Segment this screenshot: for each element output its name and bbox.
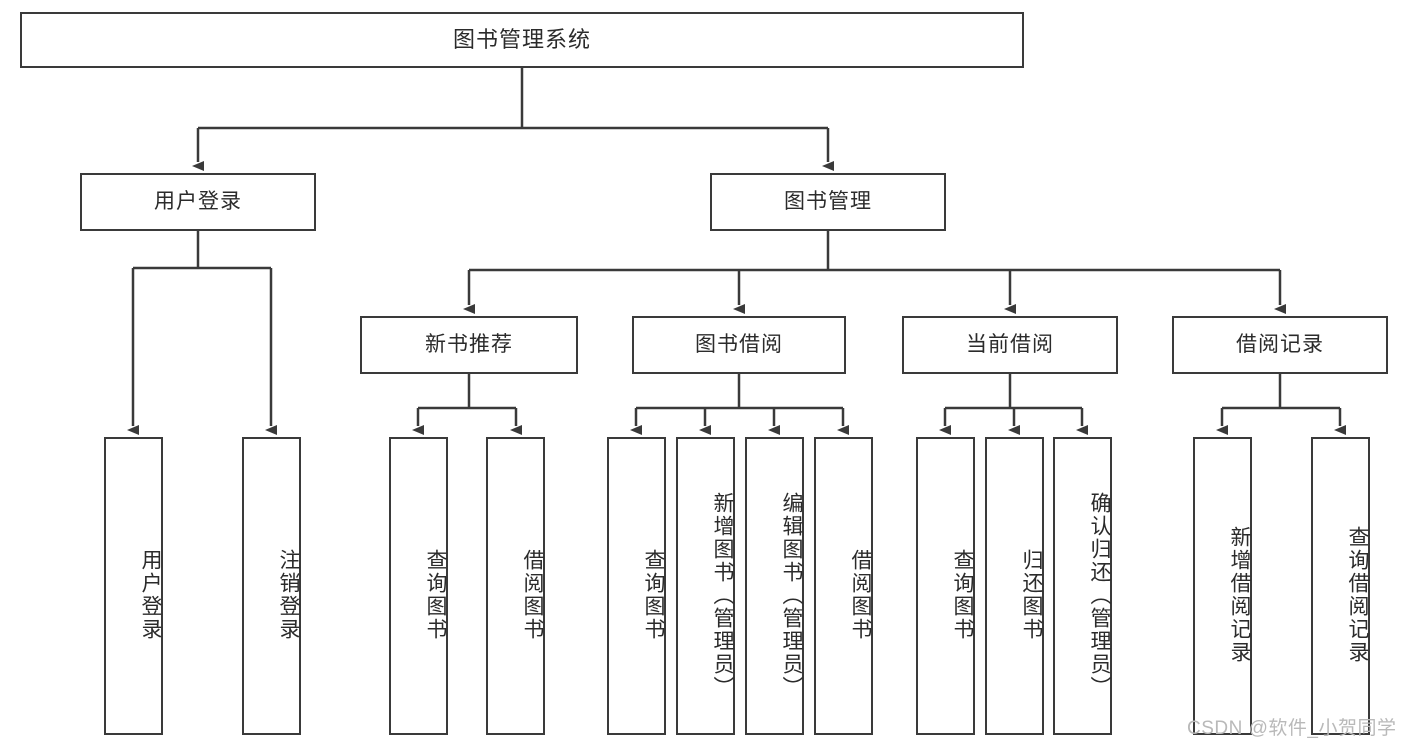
leaf-label: 注销登录 [277,549,300,641]
leaf-label: 查询借阅记录 [1346,526,1369,664]
leaf-label: 用户登录 [139,549,162,641]
node-leaf-add-record[interactable]: 新增借阅记录 [1193,437,1252,735]
node-current-borrow[interactable]: 当前借阅 [902,316,1118,374]
leaf-label: 借阅图书 [521,549,544,641]
node-leaf-borrow-book-2[interactable]: 借阅图书 [814,437,873,735]
node-new-book-recommend[interactable]: 新书推荐 [360,316,578,374]
node-leaf-user-login[interactable]: 用户登录 [104,437,163,735]
leaf-label: 查询图书 [424,549,447,641]
leaf-label: 查询图书 [951,549,974,641]
node-user-login[interactable]: 用户登录 [80,173,316,231]
leaf-label: 新增图书（管理员） [711,491,734,699]
leaf-label: 新增借阅记录 [1228,526,1251,664]
leaf-label: 借阅图书 [849,549,872,641]
node-book-management[interactable]: 图书管理 [710,173,946,231]
leaf-label: 查询图书 [642,549,665,641]
node-leaf-query-book-1[interactable]: 查询图书 [389,437,448,735]
leaf-label: 编辑图书（管理员） [780,491,803,699]
node-leaf-query-book-3[interactable]: 查询图书 [916,437,975,735]
node-root-system[interactable]: 图书管理系统 [20,12,1024,68]
node-book-borrow[interactable]: 图书借阅 [632,316,846,374]
node-leaf-logout-login[interactable]: 注销登录 [242,437,301,735]
node-leaf-borrow-book-1[interactable]: 借阅图书 [486,437,545,735]
node-leaf-add-book[interactable]: 新增图书（管理员） [676,437,735,735]
node-borrow-record[interactable]: 借阅记录 [1172,316,1388,374]
csdn-watermark: CSDN @软件_小贺同学 [1187,718,1397,739]
node-leaf-return-book[interactable]: 归还图书 [985,437,1044,735]
node-leaf-edit-book[interactable]: 编辑图书（管理员） [745,437,804,735]
node-leaf-query-book-2[interactable]: 查询图书 [607,437,666,735]
node-leaf-query-record[interactable]: 查询借阅记录 [1311,437,1370,735]
leaf-label: 归还图书 [1020,549,1043,641]
leaf-label: 确认归还（管理员） [1088,491,1111,699]
node-leaf-confirm-return[interactable]: 确认归还（管理员） [1053,437,1112,735]
